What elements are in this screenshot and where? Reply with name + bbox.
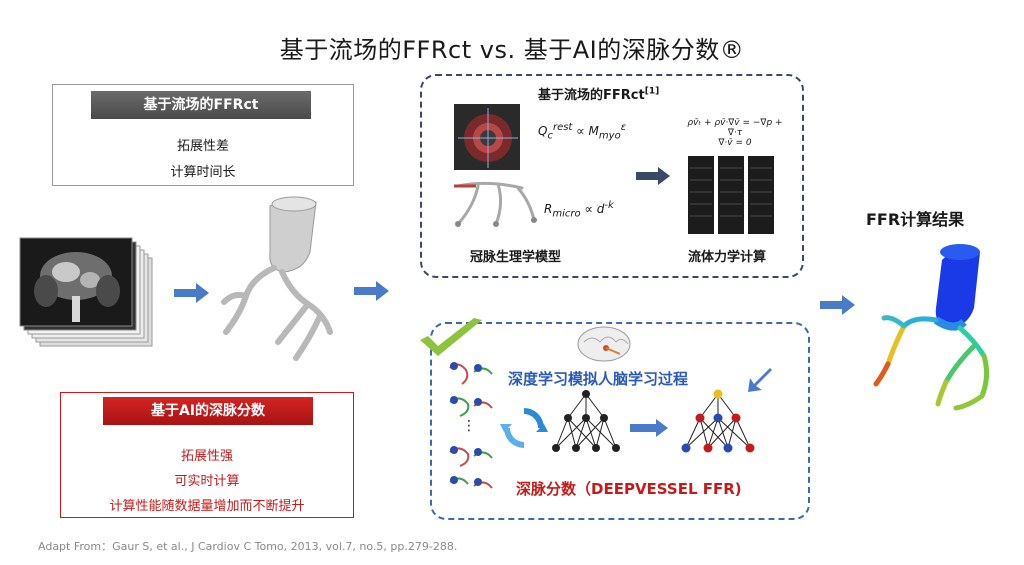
- neural-network-icon: [552, 390, 620, 452]
- deepvessel-ffr-label: 深脉分数（DEEPVESSEL FFR): [516, 480, 742, 498]
- resistance-equation: Rmicro ∝ d-k: [544, 200, 614, 220]
- ellipsis-dots: ⋮: [462, 418, 476, 434]
- coronary-tree-diagram: [454, 181, 537, 227]
- physiology-model-label: 冠脉生理学模型: [470, 250, 562, 265]
- cfd-process-panel: [420, 74, 804, 278]
- ffr-result-title: FFR计算结果: [866, 210, 965, 229]
- page-title: 基于流场的FFRct vs. 基于AI的深脉分数®: [279, 36, 745, 64]
- ai-summary-box: 基于AI的深脉分数 拓展性强 可实时计算 计算性能随数据量增加而不断提升: [60, 392, 354, 518]
- ai-item-2: 可实时计算: [174, 474, 240, 489]
- cfd-panel-title: 基于流场的FFRct[1]: [538, 86, 660, 103]
- arrow-icon: [174, 283, 209, 303]
- ai-item-1: 拓展性强: [180, 449, 233, 464]
- fluid-dynamics-label: 流体力学计算: [688, 250, 767, 265]
- cardiac-mri-image: [454, 104, 520, 170]
- navier-stokes-equations: ρv̄ₜ + ρv̄·∇v̄ = −∇p + ∇·τ ∇·v̄ = 0: [687, 118, 783, 148]
- training-samples-image: [449, 362, 470, 485]
- arrow-icon: [820, 295, 855, 315]
- brain-icon: [577, 326, 631, 362]
- ct-slice-stack-image: [19, 237, 153, 347]
- perfusion-equation: Qcrest ∝ Mmyoε: [538, 122, 627, 142]
- training-samples-image: [473, 364, 493, 489]
- cfd-summary-header: 基于流场的FFRct: [91, 91, 311, 119]
- arrow-icon: [748, 368, 772, 392]
- ai-process-panel: [430, 322, 810, 520]
- citation-footer: Adapt From：Gaur S, et al., J Cardiov C T…: [38, 540, 458, 553]
- cfd-summary-box: 基于流场的FFRct 拓展性差 计算时间长: [52, 84, 354, 186]
- trained-network-icon: [681, 389, 755, 453]
- arrow-icon: [354, 281, 389, 301]
- arrow-icon: [636, 167, 670, 185]
- ffr-colored-vessel-image: [873, 244, 990, 411]
- cfd-item-2: 计算时间长: [170, 165, 236, 180]
- ai-summary-header: 基于AI的深脉分数: [103, 397, 313, 425]
- coronary-3d-model-image: [221, 196, 333, 361]
- cycle-arrows-icon: [500, 408, 548, 448]
- server-rack-icon: [688, 156, 774, 234]
- cfd-item-1: 拓展性差: [176, 139, 229, 154]
- check-mark-icon: [420, 318, 482, 356]
- deep-learning-title: 深度学习模拟人脑学习过程: [508, 370, 689, 388]
- arrow-icon: [630, 419, 668, 437]
- ai-item-3: 计算性能随数据量增加而不断提升: [109, 499, 305, 514]
